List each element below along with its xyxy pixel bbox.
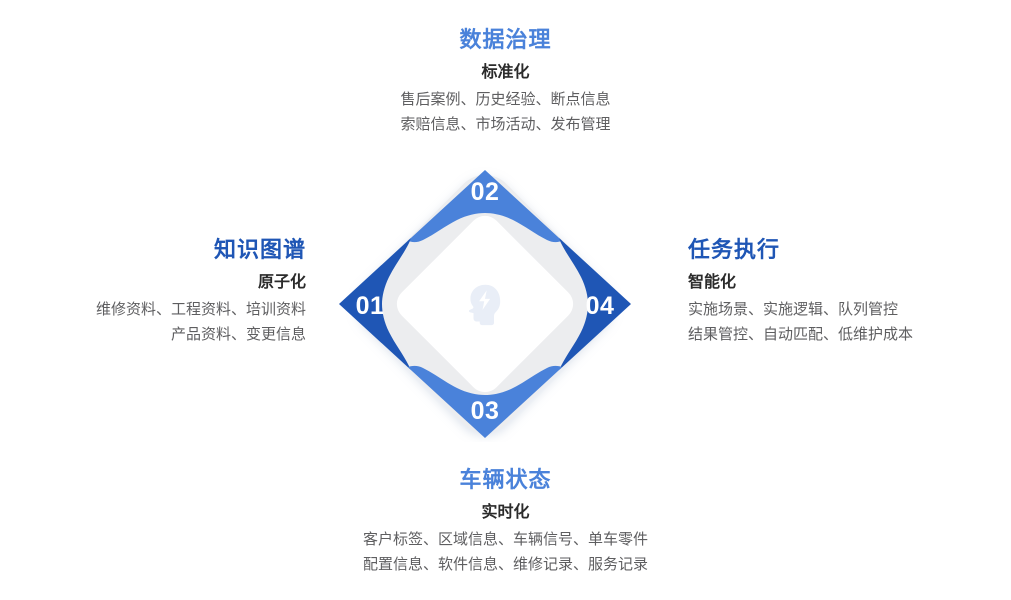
quadrant-subtitle-right: 智能化 [688, 273, 737, 291]
central-diamond-graphic: 02 01 04 03 [335, 166, 635, 442]
quadrant-line: 配置信息、软件信息、维修记录、服务记录 [362, 555, 648, 573]
quadrant-lines-bottom: 客户标签、区域信息、车辆信号、单车零件 配置信息、软件信息、维修记录、服务记录 [0, 528, 1011, 577]
quadrant-line: 客户标签、区域信息、车辆信号、单车零件 [362, 531, 648, 549]
quadrant-line: 结果管控、自动匹配、低维护成本 [688, 325, 914, 343]
ai-head-lightning-icon [468, 284, 501, 326]
wedge-02-top[interactable] [399, 166, 571, 243]
quadrant-text-right: 任务执行 智能化 实施场景、实施逻辑、队列管控 结果管控、自动匹配、低维护成本 [688, 236, 998, 347]
wedge-number-02: 02 [471, 178, 500, 206]
wedge-number-01: 01 [356, 292, 385, 320]
quadrant-line: 索赔信息、市场活动、发布管理 [400, 115, 611, 133]
quadrant-line: 产品资料、变更信息 [170, 325, 306, 343]
wedge-number-04: 04 [586, 292, 615, 320]
quadrant-title-left: 知识图谱 [213, 237, 306, 262]
wedge-number-03: 03 [471, 397, 500, 425]
quadrant-lines-top: 售后案例、历史经验、断点信息 索赔信息、市场活动、发布管理 [0, 88, 1011, 137]
wedge-04-right[interactable] [558, 219, 635, 390]
quadrant-text-top: 数据治理 标准化 售后案例、历史经验、断点信息 索赔信息、市场活动、发布管理 [0, 26, 1011, 137]
quadrant-line: 实施场景、实施逻辑、队列管控 [688, 301, 899, 319]
quadrant-subtitle-bottom: 实时化 [481, 503, 530, 521]
quadrant-title-right: 任务执行 [688, 237, 781, 262]
quadrant-subtitle-left: 原子化 [257, 273, 306, 291]
wedge-01-left[interactable] [335, 219, 412, 390]
quadrant-lines-left: 维修资料、工程资料、培训资料 产品资料、变更信息 [14, 298, 306, 347]
quadrant-subtitle-top: 标准化 [481, 63, 530, 81]
quadrant-text-left: 知识图谱 原子化 维修资料、工程资料、培训资料 产品资料、变更信息 [14, 236, 306, 347]
quadrant-title-top: 数据治理 [459, 27, 552, 52]
quadrant-text-bottom: 车辆状态 实时化 客户标签、区域信息、车辆信号、单车零件 配置信息、软件信息、维… [0, 466, 1011, 577]
quadrant-line: 维修资料、工程资料、培训资料 [95, 301, 306, 319]
quadrant-line: 售后案例、历史经验、断点信息 [400, 91, 611, 109]
wedge-03-bottom[interactable] [399, 365, 571, 442]
quadrant-title-bottom: 车辆状态 [459, 467, 552, 492]
quadrant-lines-right: 实施场景、实施逻辑、队列管控 结果管控、自动匹配、低维护成本 [688, 298, 998, 347]
